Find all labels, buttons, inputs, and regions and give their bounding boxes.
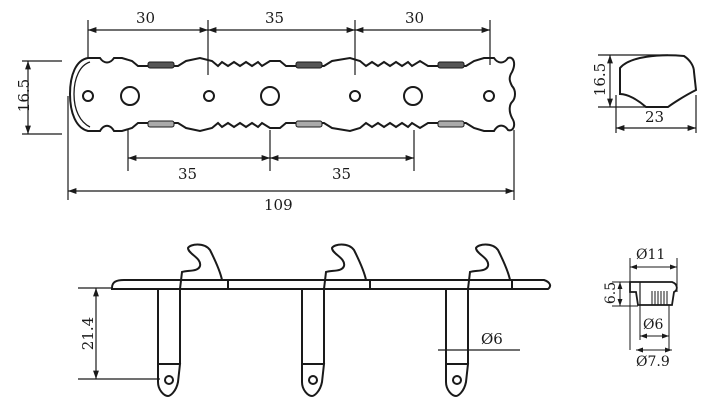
side-view: [111, 243, 552, 398]
dim-button-width: 23: [645, 108, 665, 126]
dim-plate-height: 16.5: [15, 78, 34, 113]
bushing-view: [612, 258, 678, 353]
post-3: [445, 289, 470, 398]
plate-dimensions: [22, 20, 515, 200]
post-2: [301, 289, 326, 398]
button-view: [598, 54, 698, 133]
side-dimensions: [78, 287, 520, 380]
dim-post-height: 21.4: [79, 316, 98, 351]
dim-button-height: 16.5: [591, 62, 610, 97]
post-1: [157, 289, 182, 398]
dim-top-1: 30: [136, 9, 156, 27]
dim-overall-length: 109: [264, 196, 293, 214]
dim-top-2: 35: [265, 9, 285, 27]
dim-bushing-height: 6.5: [603, 281, 620, 305]
dim-post-diameter: Ø6: [481, 330, 503, 348]
plate-top-view: [68, 56, 516, 133]
dim-bottom-2: 35: [332, 165, 352, 183]
dim-bushing-inner: Ø6: [643, 317, 664, 333]
dim-bushing-shank: Ø7.9: [636, 354, 670, 370]
dim-bottom-1: 35: [178, 165, 198, 183]
dim-top-3: 30: [405, 9, 425, 27]
dim-bushing-outer: Ø11: [636, 247, 666, 263]
